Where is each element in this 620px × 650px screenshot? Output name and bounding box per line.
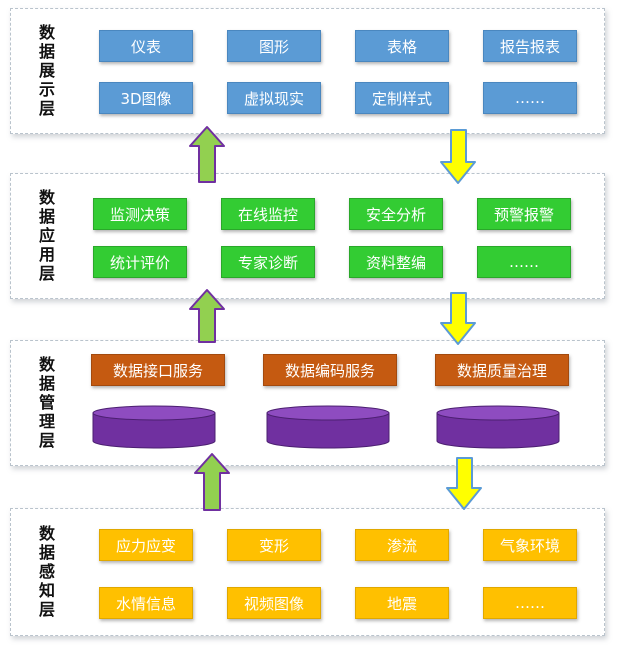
item-box: 监测决策 <box>93 198 187 230</box>
item-box: 安全分析 <box>349 198 443 230</box>
application-layer: 数据应用层 监测决策 在线监控 安全分析 预警报警 统计评价 专家诊断 资料整编… <box>10 173 605 299</box>
down-arrow-icon <box>440 292 476 345</box>
database-icon <box>92 405 216 449</box>
presentation-layer: 数据展示层 仪表 图形 表格 报告报表 3D图像 虚拟现实 定制样式 …… <box>10 8 605 134</box>
item-box: …… <box>483 82 577 114</box>
layer-title-text: 数据管理层 <box>36 355 55 451</box>
item-box: 气象环境 <box>483 529 577 561</box>
item-box: 定制样式 <box>355 82 449 114</box>
item-box: 仪表 <box>99 30 193 62</box>
item-box: 图形 <box>227 30 321 62</box>
layer-title-text: 数据感知层 <box>36 524 55 620</box>
item-box: …… <box>477 246 571 278</box>
database-group <box>92 405 560 449</box>
item-box: 3D图像 <box>99 82 193 114</box>
down-arrow-icon <box>446 457 482 510</box>
item-box: 统计评价 <box>93 246 187 278</box>
item-box: 水情信息 <box>99 587 193 619</box>
item-box: 资料整编 <box>349 246 443 278</box>
item-box: 虚拟现实 <box>227 82 321 114</box>
service-box: 数据质量治理 <box>435 354 569 386</box>
layer-title: 数据管理层 <box>11 341 79 465</box>
up-arrow-icon <box>189 126 225 183</box>
item-box: 应力应变 <box>99 529 193 561</box>
sensing-layer: 数据感知层 应力应变 变形 渗流 气象环境 水情信息 视频图像 地震 …… <box>10 508 605 636</box>
management-layer: 数据管理层 数据接口服务 数据编码服务 数据质量治理 <box>10 340 605 466</box>
item-box: 在线监控 <box>221 198 315 230</box>
item-box: 专家诊断 <box>221 246 315 278</box>
item-box: 视频图像 <box>227 587 321 619</box>
item-box: 报告报表 <box>483 30 577 62</box>
layer-title: 数据应用层 <box>11 174 79 298</box>
layer-title-text: 数据展示层 <box>36 23 55 119</box>
layer-title-text: 数据应用层 <box>36 188 55 284</box>
database-icon <box>266 405 390 449</box>
item-box: 渗流 <box>355 529 449 561</box>
up-arrow-icon <box>189 289 225 343</box>
down-arrow-icon <box>440 129 476 184</box>
service-box: 数据编码服务 <box>263 354 397 386</box>
service-box: 数据接口服务 <box>91 354 225 386</box>
up-arrow-icon <box>194 453 230 511</box>
layer-title: 数据展示层 <box>11 9 79 133</box>
item-box: …… <box>483 587 577 619</box>
database-icon <box>436 405 560 449</box>
layer-title: 数据感知层 <box>11 509 79 635</box>
item-box: 变形 <box>227 529 321 561</box>
item-box: 预警报警 <box>477 198 571 230</box>
item-box: 表格 <box>355 30 449 62</box>
item-box: 地震 <box>355 587 449 619</box>
